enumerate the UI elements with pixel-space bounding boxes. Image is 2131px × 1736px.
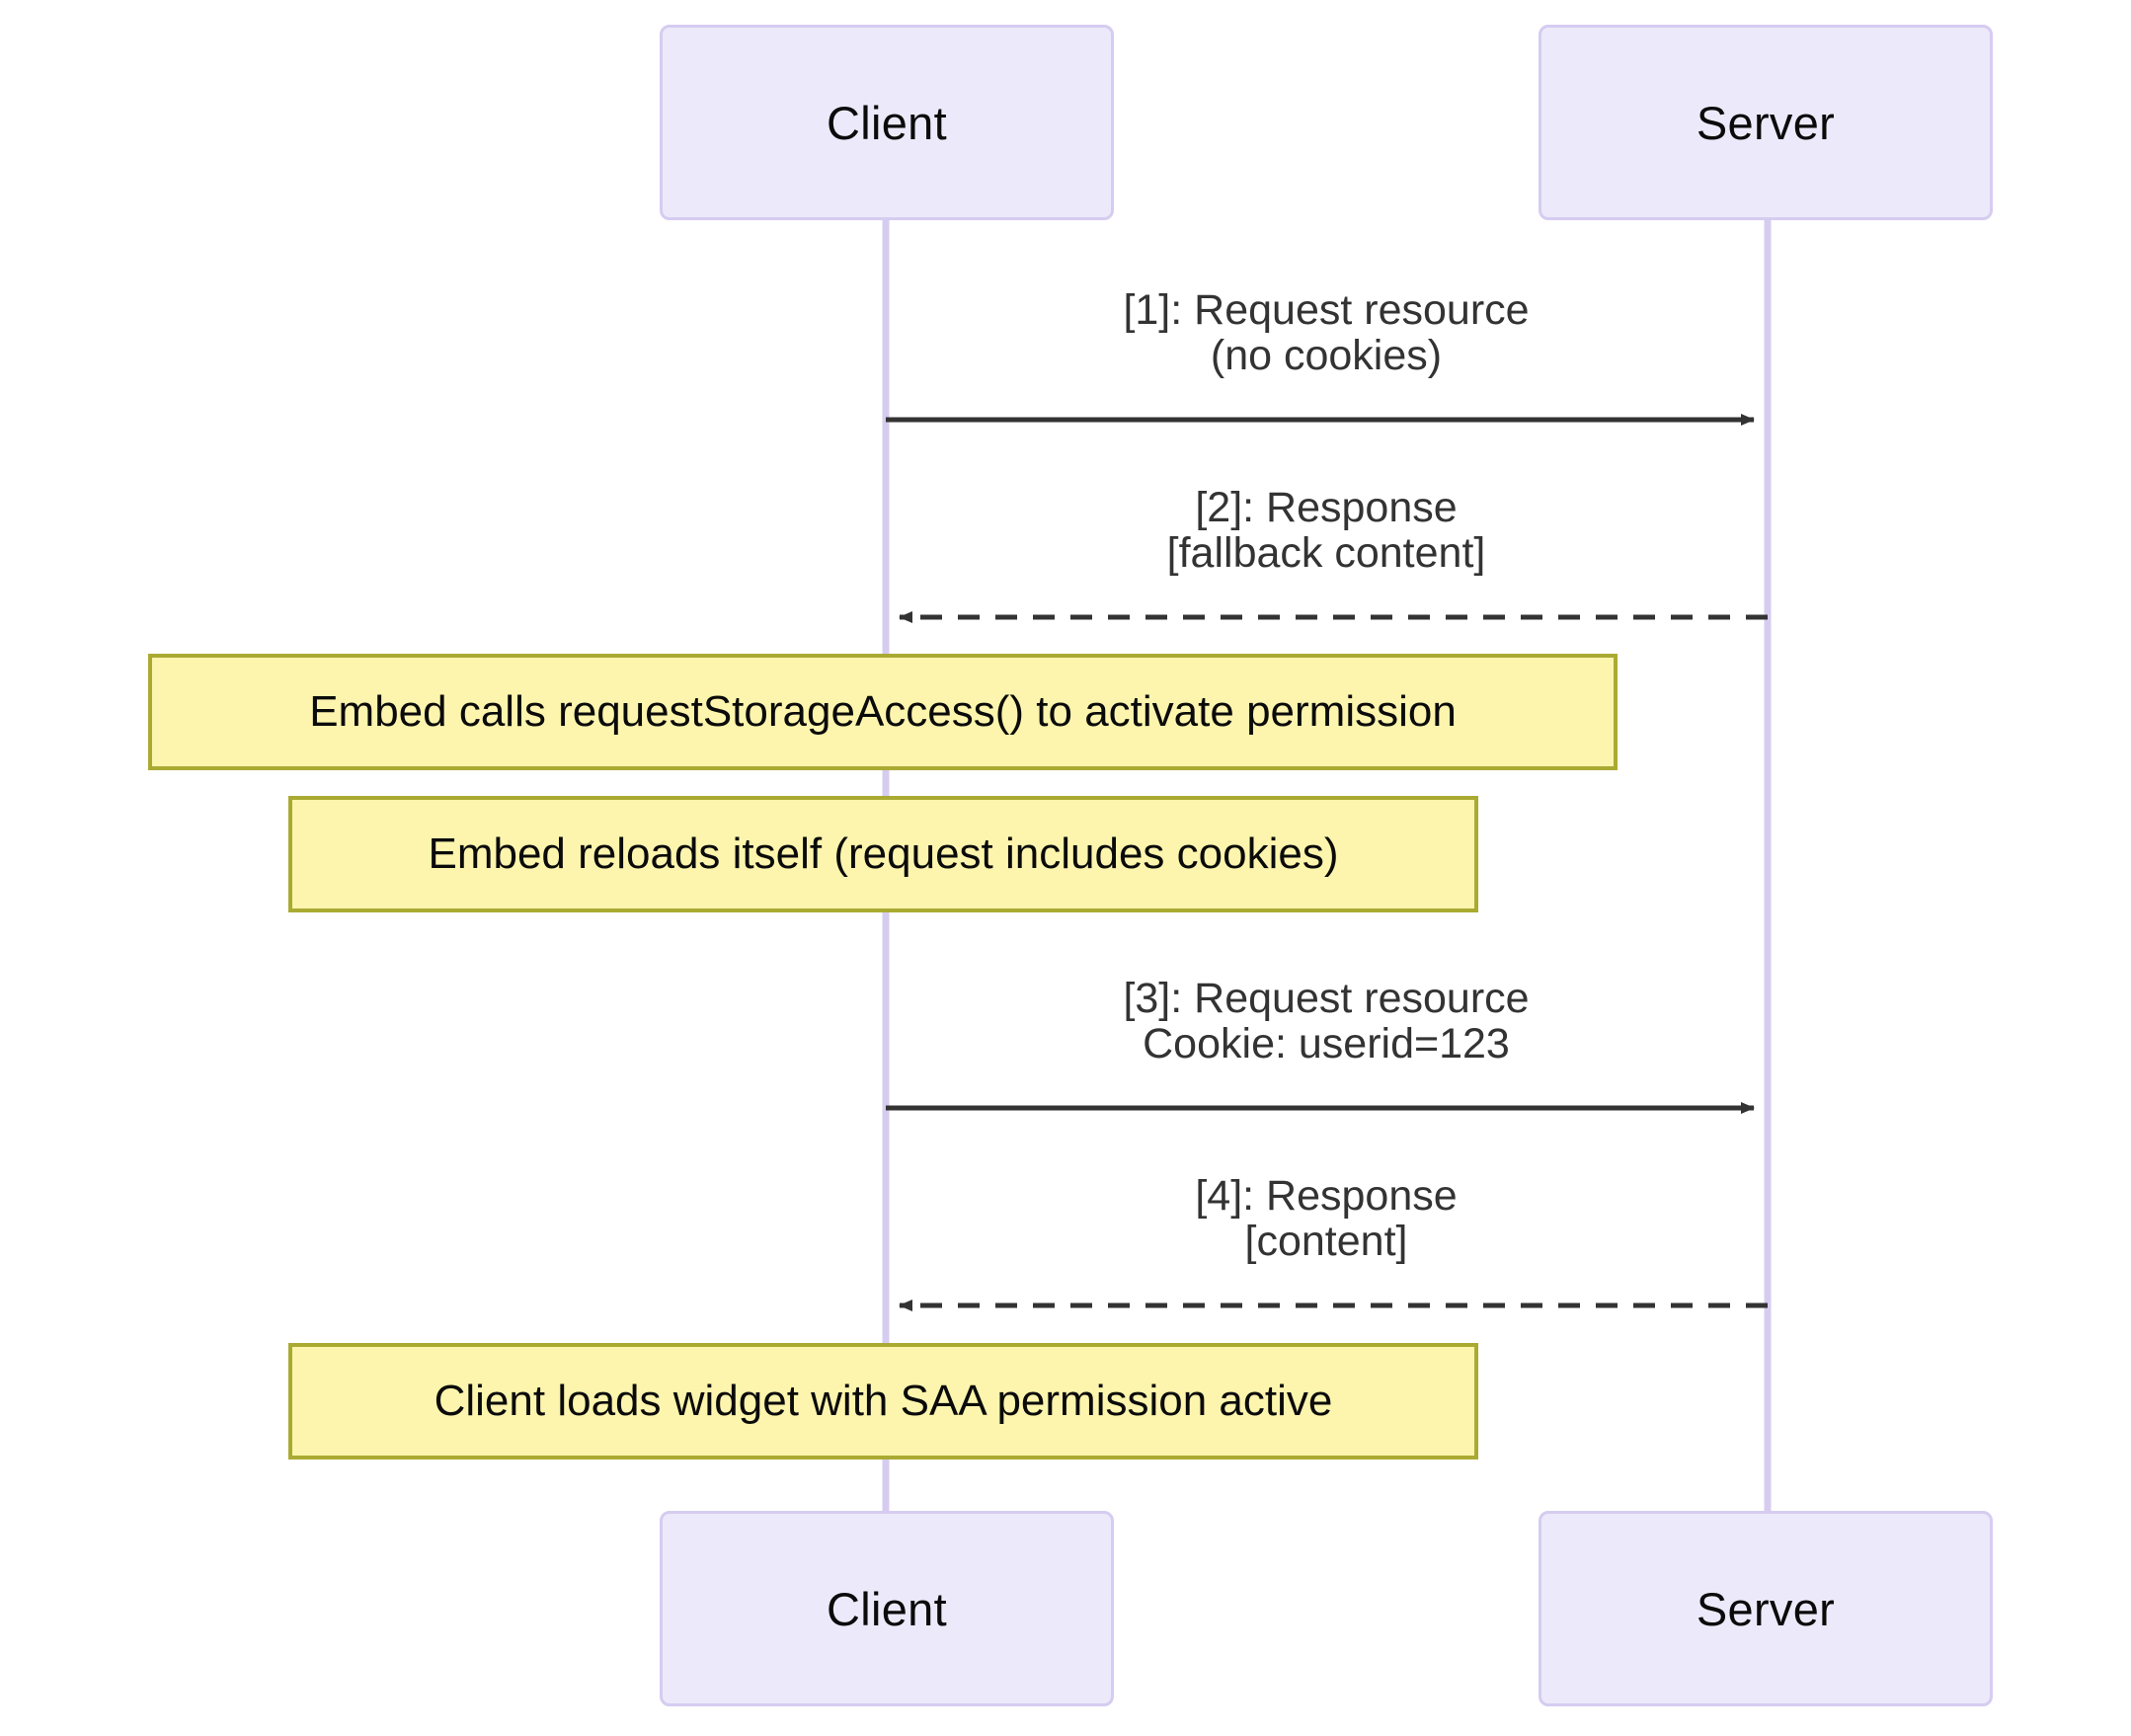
note-3: Client loads widget with SAA permission … xyxy=(288,1343,1478,1460)
participant-client-bottom-label: Client xyxy=(827,1582,947,1635)
message-label-1-line1: [1]: Request resource xyxy=(1123,286,1530,334)
note-3-label: Client loads widget with SAA permission … xyxy=(434,1377,1333,1425)
message-label-2: [2]: Response [fallback content] xyxy=(1166,484,1486,577)
participant-server-top-label: Server xyxy=(1696,96,1836,149)
note-2: Embed reloads itself (request includes c… xyxy=(288,796,1478,912)
message-label-2-line1: [2]: Response xyxy=(1195,484,1458,531)
participant-server-top[interactable]: Server xyxy=(1539,25,1993,220)
participant-client-bottom[interactable]: Client xyxy=(660,1511,1114,1706)
message-label-1: [1]: Request resource (no cookies) xyxy=(1123,286,1530,379)
message-label-4-line2: [content] xyxy=(1244,1217,1408,1265)
note-1-label: Embed calls requestStorageAccess() to ac… xyxy=(309,687,1457,736)
participant-client-top[interactable]: Client xyxy=(660,25,1114,220)
message-label-1-line2: (no cookies) xyxy=(1210,331,1443,379)
message-label-2-line2: [fallback content] xyxy=(1166,528,1486,577)
participant-server-bottom[interactable]: Server xyxy=(1539,1511,1993,1706)
message-label-4: [4]: Response [content] xyxy=(1195,1172,1458,1265)
message-label-4-line1: [4]: Response xyxy=(1195,1172,1458,1220)
message-label-3: [3]: Request resource Cookie: userid=123 xyxy=(1123,975,1530,1067)
note-2-label: Embed reloads itself (request includes c… xyxy=(428,829,1339,878)
message-label-3-line1: [3]: Request resource xyxy=(1123,975,1530,1022)
message-label-3-line2: Cookie: userid=123 xyxy=(1143,1019,1510,1067)
participant-client-top-label: Client xyxy=(827,96,947,149)
participant-server-bottom-label: Server xyxy=(1696,1582,1836,1635)
note-1: Embed calls requestStorageAccess() to ac… xyxy=(148,654,1618,770)
